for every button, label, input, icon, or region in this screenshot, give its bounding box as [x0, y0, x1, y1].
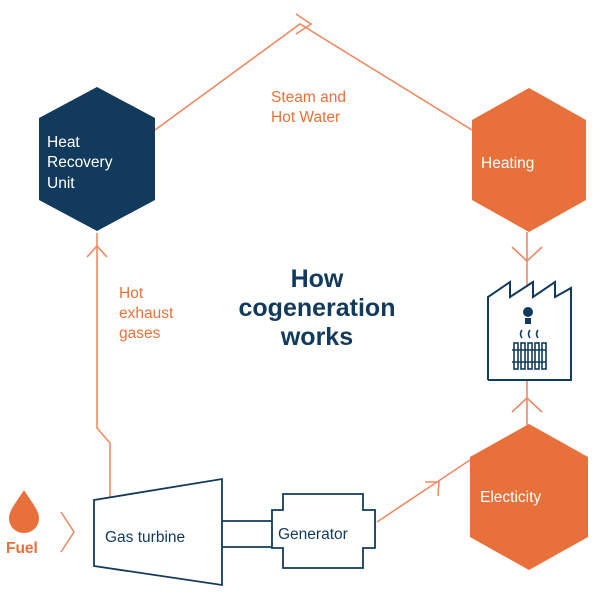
radiator-icon — [512, 329, 547, 370]
exhaust-label-1: Hot — [119, 285, 144, 302]
diagram-title: How cogeneration works — [239, 265, 396, 351]
heat-recovery-label-1: Heat — [47, 134, 80, 151]
fuel-drop-icon — [9, 490, 39, 533]
heat-recovery-unit-node: Heat Recovery Unit — [39, 87, 155, 231]
steam-label-1: Steam and — [271, 89, 346, 106]
fuel-arrow — [60, 511, 75, 553]
electricity-node: Electicity — [470, 424, 588, 570]
electricity-to-building-arrow — [511, 396, 543, 413]
heating-hexagon — [472, 88, 586, 232]
turbine-generator-group — [93, 477, 376, 587]
exhaust-label-2: exhaust — [119, 305, 174, 322]
electricity-hexagon — [470, 424, 588, 570]
heat-recovery-label-3: Unit — [47, 175, 75, 192]
electricity-label: Electicity — [480, 489, 541, 506]
heat-recovery-label-2: Recovery — [47, 154, 113, 171]
gas-turbine-shape — [93, 477, 223, 587]
light-bulb-icon — [523, 307, 533, 324]
title-line-2: cogeneration — [239, 294, 396, 322]
exhaust-flow-arrow — [86, 244, 108, 258]
exhaust-flow-line — [96, 233, 111, 497]
gas-turbine-label: Gas turbine — [105, 529, 185, 546]
title-line-1: How — [291, 265, 344, 293]
steam-flow-arrow — [295, 13, 313, 35]
steam-flow-line — [154, 23, 473, 131]
title-line-3: works — [280, 323, 353, 351]
heating-node: Heating — [472, 88, 586, 232]
connector-lines — [60, 13, 543, 553]
heating-label: Heating — [481, 155, 534, 172]
heating-to-building-arrow — [511, 246, 543, 263]
exhaust-label-3: gases — [119, 325, 161, 342]
factory-outline — [487, 280, 572, 381]
electricity-flow-arrow — [425, 481, 440, 497]
fuel-label: Fuel — [6, 540, 38, 557]
factory-icon — [487, 280, 572, 381]
electricity-flow-line — [376, 459, 471, 523]
heat-recovery-hexagon — [39, 87, 155, 231]
fuel-node: Fuel — [6, 490, 39, 557]
steam-label-2: Hot Water — [271, 109, 340, 126]
generator-label: Generator — [278, 526, 348, 543]
generator-shape — [271, 493, 376, 569]
